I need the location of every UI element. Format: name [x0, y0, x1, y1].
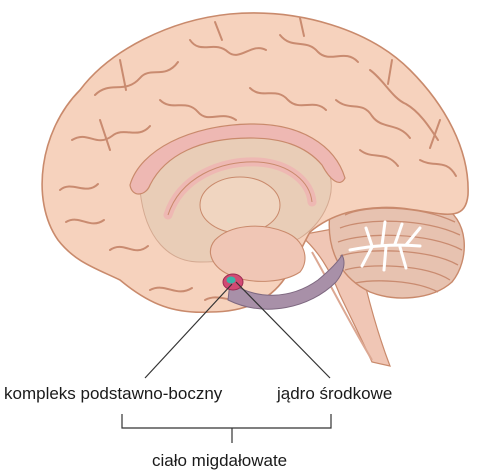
thalamus	[199, 176, 281, 234]
cerebellum	[328, 196, 465, 299]
label-basolateral-complex: kompleks podstawno-boczny	[4, 384, 223, 403]
amygdala	[222, 273, 244, 291]
leader-line-central	[235, 281, 331, 379]
hippocampus	[227, 253, 345, 310]
leader-line-basolateral	[144, 283, 233, 379]
label-bracket	[121, 414, 332, 443]
label-central-nucleus: jądro środkowe	[277, 384, 393, 403]
leader-lines	[144, 281, 331, 379]
midbrain	[210, 225, 306, 282]
gyri	[59, 17, 457, 301]
label-amygdala: ciało migdałowate	[152, 451, 288, 470]
corpus-callosum	[129, 123, 346, 195]
